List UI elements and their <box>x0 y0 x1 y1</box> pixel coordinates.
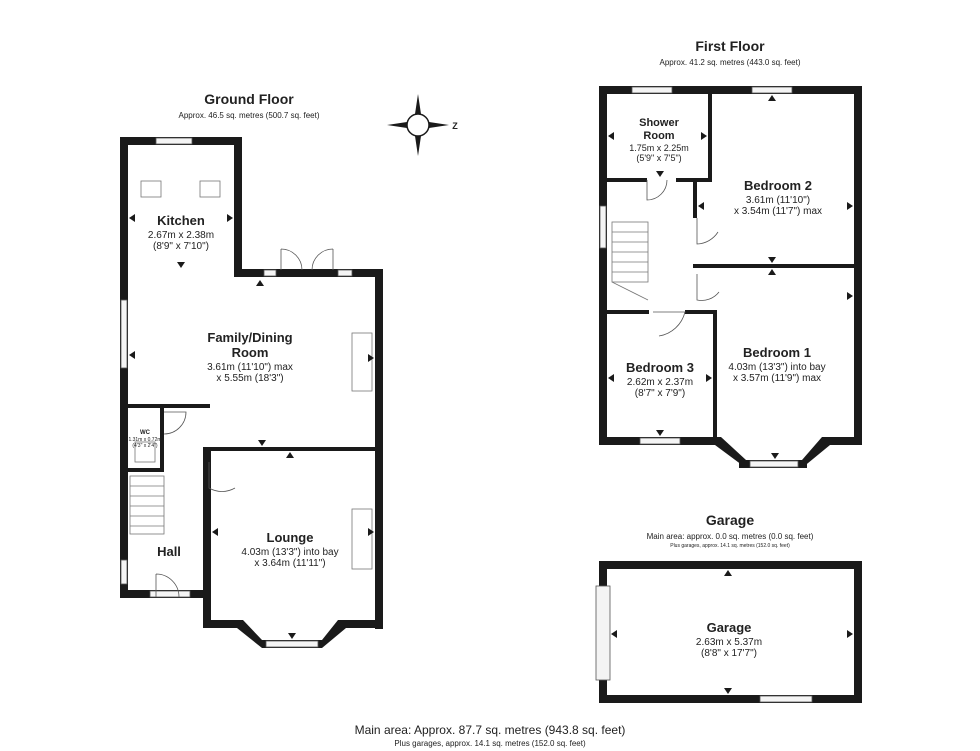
ground-floor-markers <box>129 214 374 639</box>
door-swing-icon <box>696 274 720 301</box>
door-swing-icon <box>163 411 187 435</box>
room-name-shower: Shower <box>639 117 679 129</box>
door-swing-icon <box>155 573 180 598</box>
garage-door <box>595 585 611 681</box>
room-dims-lounge-2: x 3.64m (11'11") <box>254 558 325 569</box>
first-floor-windows <box>599 86 799 468</box>
ground-floor-windows <box>120 137 353 648</box>
room-name-bedroom-2: Bedroom 2 <box>744 178 812 193</box>
room-name-family-dining: Family/Dining <box>207 330 292 345</box>
footer: Main area: Approx. 87.7 sq. metres (943.… <box>355 723 626 748</box>
room-dims-bedroom-1-b: x 3.57m (11'9") max <box>733 373 821 384</box>
room-dims-wc-imperial: (4'3" x 2'4") <box>132 443 158 449</box>
room-dims-kitchen-imperial: (8'9" x 7'10") <box>153 241 209 252</box>
window-icon <box>751 86 793 94</box>
first-floor-fixtures <box>611 179 720 337</box>
room-name-shower-2: Room <box>643 130 674 142</box>
room-name-lounge: Lounge <box>267 530 314 545</box>
window-icon <box>120 299 128 369</box>
door-swing-icon <box>311 248 334 271</box>
door-swing-icon <box>646 179 668 201</box>
window-icon <box>639 437 681 445</box>
room-dims-family-dining: 3.61m (11'10") max <box>207 362 293 373</box>
window-icon <box>631 86 673 94</box>
room-dims-garage-imperial: (8'8" x 17'7") <box>701 648 757 659</box>
fireplace <box>351 332 373 392</box>
room-dims-shower: 1.75m x 2.25m <box>629 143 689 153</box>
room-name-hall: Hall <box>157 544 181 559</box>
garage-markers <box>611 570 853 694</box>
ground-floor-title: Ground Floor <box>204 91 294 107</box>
room-dims-kitchen: 2.67m x 2.38m <box>148 230 214 241</box>
door-swing-icon <box>208 462 236 492</box>
first-floor-title: First Floor <box>695 38 765 54</box>
room-dims-bedroom-2: 3.61m (11'10") <box>746 195 810 206</box>
room-name-family-dining-2: Room <box>232 345 269 360</box>
door-swing-icon <box>280 248 303 271</box>
window-icon <box>149 590 191 598</box>
room-name-bedroom-3: Bedroom 3 <box>626 360 694 375</box>
door-swing-icon <box>653 311 686 337</box>
window-icon <box>120 559 128 585</box>
first-floor-markers <box>608 95 853 459</box>
compass-label: Z <box>452 121 458 131</box>
ground-floor-fixtures <box>129 180 373 598</box>
room-dims-family-dining-2: x 5.55m (18'3") <box>216 373 283 384</box>
room-dims-bedroom-3: 2.62m x 2.37m <box>627 377 693 388</box>
fireplace <box>351 508 373 570</box>
first-floor: First Floor Approx. 41.2 sq. metres (443… <box>599 38 862 468</box>
window-icon <box>759 695 813 703</box>
room-name-garage: Garage <box>707 620 752 635</box>
garage-plus-area: Plus garages, approx. 14.1 sq. metres (1… <box>670 543 790 549</box>
window-icon <box>265 640 319 648</box>
room-dims-wc: 1.31m x 0.72m <box>128 437 161 443</box>
room-dims-bedroom-1: 4.03m (13'3") into bay <box>728 362 825 373</box>
wc-toilet <box>134 441 156 463</box>
stairs-icon <box>129 475 165 535</box>
door-swing-icon <box>696 218 719 245</box>
ground-floor-area: Approx. 46.5 sq. metres (500.7 sq. feet) <box>179 111 320 120</box>
garage-main-area: Main area: approx. 0.0 sq. metres (0.0 s… <box>647 532 814 541</box>
window-icon <box>749 460 799 468</box>
room-name-bedroom-1: Bedroom 1 <box>743 345 811 360</box>
compass-icon: Z <box>387 94 458 156</box>
window-icon <box>337 269 353 277</box>
footer-garage-area: Plus garages, approx. 14.1 sq. metres (1… <box>394 739 586 748</box>
window-icon <box>599 205 607 249</box>
ground-floor: Ground Floor Approx. 46.5 sq. metres (50… <box>120 91 383 648</box>
window-icon <box>155 137 193 145</box>
room-name-wc: WC <box>140 430 151 436</box>
room-dims-bedroom-3-imperial: (8'7" x 7'9") <box>635 388 685 399</box>
first-floor-area: Approx. 41.2 sq. metres (443.0 sq. feet) <box>660 58 801 67</box>
room-dims-shower-imperial: (5'9" x 7'5") <box>636 153 681 163</box>
stairs-icon <box>611 221 649 301</box>
room-dims-lounge: 4.03m (13'3") into bay <box>241 547 338 558</box>
footer-main-area: Main area: Approx. 87.7 sq. metres (943.… <box>355 723 626 737</box>
garage-section: Garage Main area: approx. 0.0 sq. metres… <box>595 512 862 703</box>
garage-title: Garage <box>706 512 754 528</box>
room-name-kitchen: Kitchen <box>157 213 205 228</box>
window-icon <box>263 269 277 277</box>
room-dims-bedroom-2-b: x 3.54m (11'7") max <box>734 206 822 217</box>
room-dims-garage: 2.63m x 5.37m <box>696 637 762 648</box>
